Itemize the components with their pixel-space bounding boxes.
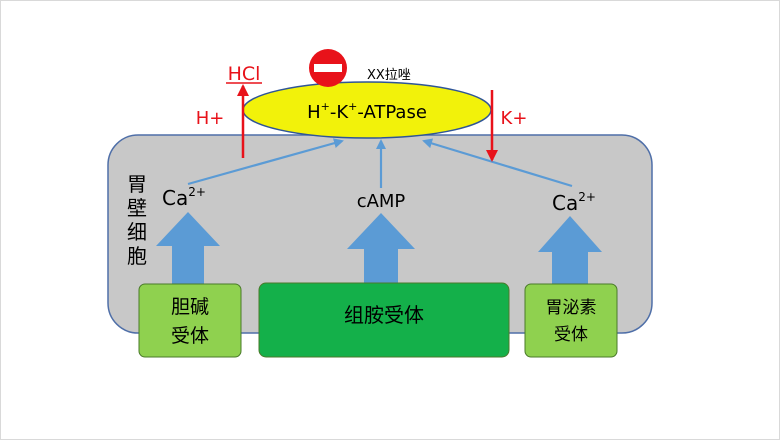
cell-label-char-4: 胞	[127, 244, 147, 268]
signal-arrow-right	[422, 138, 573, 188]
cell-label-char-3: 细	[127, 220, 147, 244]
signal-arrow-left	[187, 138, 344, 186]
block-arrow-left	[156, 212, 220, 288]
histamine-receptor-box	[258, 282, 510, 358]
gastrin-receptor-label-line1: 胃泌素	[546, 298, 597, 318]
messenger-left: Ca2+	[162, 185, 206, 210]
drug-label: XX拉唑	[367, 67, 411, 83]
pump-mid1: -K	[330, 102, 349, 123]
gastrin-receptor-box	[524, 283, 618, 358]
choline-receptor-box	[138, 283, 242, 358]
h-plus-label: H+	[196, 108, 225, 129]
k-plus-label: K+	[501, 108, 528, 129]
histamine-receptor-label: 组胺受体	[344, 303, 424, 327]
pump-sup1: +	[321, 100, 330, 113]
pump-tail: -ATPase	[357, 102, 427, 123]
gastrin-receptor-label-line2: 受体	[554, 325, 588, 345]
hcl-label: HCl	[228, 63, 261, 85]
messenger-left-base: Ca	[162, 186, 188, 210]
block-arrow-right	[538, 216, 602, 286]
choline-receptor-label-line2: 受体	[171, 325, 209, 347]
cell-label-char-2: 壁	[127, 196, 147, 220]
proton-pump-label: H+-K+-ATPase	[307, 100, 427, 123]
pump-h: H	[307, 102, 321, 123]
block-arrow-center	[347, 213, 415, 284]
messenger-right-base: Ca	[552, 191, 578, 215]
messenger-right: Ca2+	[552, 190, 596, 215]
pump-sup2: +	[348, 100, 357, 113]
cell-label: 胃 壁 细 胞	[127, 172, 147, 268]
cell-label-char-1: 胃	[127, 172, 147, 196]
messenger-left-sup: 2+	[188, 185, 206, 199]
messenger-center: cAMP	[357, 191, 406, 212]
choline-receptor-label-line1: 胆碱	[171, 296, 209, 318]
no-entry-icon	[309, 49, 347, 87]
messenger-right-sup: 2+	[578, 190, 596, 204]
